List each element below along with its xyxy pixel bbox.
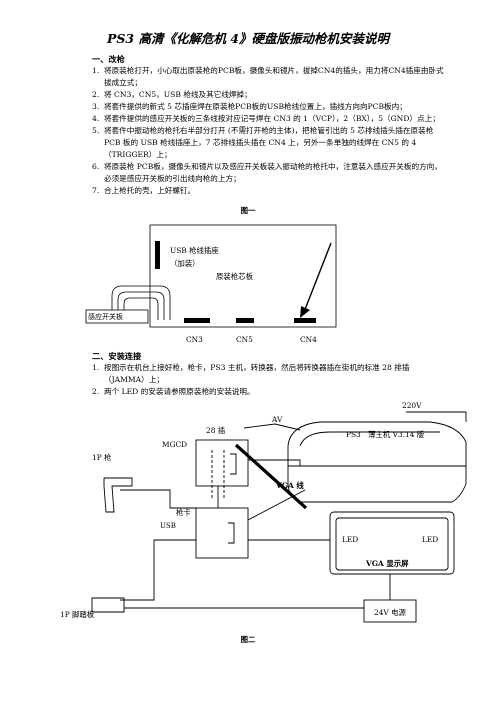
step-text: 将 CN3，CN5，USB 枪线及其它线焊掉； [104,90,252,99]
cn5-connector [236,318,254,323]
mgcd-box [195,439,249,487]
vga-screen-label: VGA 显示屏 [365,559,409,568]
step-3: 3. 将套件提供的新式 5 芯插座焊在原装枪PCB板的USB枪线位置上，插线方向… [92,101,444,113]
step-text: 按图示在机台上接好枪，枪卡，PS3 主机，转换器，然后将转换器插在街机的标准 2… [104,363,410,384]
figure-1-caption: 图一 [240,206,256,215]
mgcd-label: MGCD [162,440,187,449]
led-right-label: LED [422,535,438,544]
step-number: 1. [92,66,100,75]
board-label: 原装枪芯板 [216,272,254,281]
step-text: 两个 LED 的安装请参照原装枪的安装说明。 [104,387,255,396]
arrow-line [303,242,332,313]
cn3-label: CN3 [186,335,203,344]
arrow-head-icon [300,306,310,318]
step-number: 3. [92,102,100,111]
cn4-connector [294,318,316,323]
step-number: 5. [92,126,100,135]
gun-card-box [195,507,249,559]
vga-cable [234,443,308,510]
step-number: 2. [92,387,100,396]
cn4-label: CN4 [300,335,317,344]
pedal-icon [91,597,125,613]
step-number: 6. [92,162,100,171]
ps3-label: PS3 薄主机 V3.14 版 [346,430,425,439]
led-left-label: LED [342,535,358,544]
step-number: 7. [92,186,100,195]
usb-socket-mark [155,241,160,269]
gun-label: 1P 枪 [92,453,112,462]
sensor-board-label: 感应开关板 [88,312,123,321]
step-4: 4. 将套件提供的感应开关板的三条线按对应记号焊在 CN3 的 1（VCP），2… [92,113,444,125]
usb-label: USB [160,522,176,530]
220v-label: 220V [402,401,422,410]
step-number: 2. [92,90,100,99]
sensor-board-box [85,309,149,324]
vga-monitor [329,511,455,575]
pcb-board-outline [149,224,337,328]
page-title: PS3 高清《化解危机 4》硬盘版振动枪机安装说明 [106,31,390,46]
av-label: AV [271,415,283,424]
power-label: 24V 电源 [374,608,406,617]
gun-icon [103,477,133,513]
step-text: 将套件提供的感应开关板的三条线按对应记号焊在 CN3 的 1（VCP），2（BX… [104,114,440,123]
cn3-connector [184,318,210,323]
connect-step-2: 2. 两个 LED 的安装请参照原装枪的安装说明。 [92,386,444,398]
vga-line-label: VGA 线 [275,481,304,490]
pedal-label: 1P 脚踏板 [60,610,95,619]
step-text: 将套件中振动枪的枪托右半部分打开 (不需打开枪的主体)，把枪管引出的 5 芯排线… [104,126,434,159]
step-6: 6. 将原装枪 PCB板，摄像头和镜片以及感应开关板装入振动枪的枪托中，注意装入… [92,161,444,185]
step-7: 7. 合上枪托的壳，上好螺钉。 [92,185,444,197]
section-2-heading: 二、安装连接 [92,351,142,361]
step-2: 2. 将 CN3，CN5，USB 枪线及其它线焊掉； [92,89,444,101]
step-1: 1. 将原装枪打开，小心取出原装枪的PCB板，摄像头和镜片，拔掉CN4的插头，用… [92,65,444,89]
gun-card-label: 枪卡 [176,508,191,517]
section-1-heading: 一、改枪 [92,54,125,64]
step-number: 4. [92,114,100,123]
usb-socket-label: USB 枪线插座 [170,246,219,255]
step-text: 将原装枪 PCB板，摄像头和镜片以及感应开关板装入振动枪的枪托中，注意装入感应开… [104,162,442,183]
step-5: 5. 将套件中振动枪的枪托右半部分打开 (不需打开枪的主体)，把枪管引出的 5 … [92,125,444,161]
cn5-label: CN5 [236,335,253,344]
connect-step-1: 1. 按图示在机台上接好枪，枪卡，PS3 主机，转换器，然后将转换器插在街机的标… [92,362,444,386]
figure-2-caption: 图二 [240,635,256,644]
step-text: 合上枪托的壳，上好螺钉。 [104,186,196,195]
step-text: 将套件提供的新式 5 芯插座焊在原装枪PCB板的USB枪线位置上，插线方向向PC… [104,102,407,111]
pin28-label: 28 插 [206,426,226,435]
step-number: 1. [92,363,100,372]
added-note: （加装） [170,259,200,268]
step-text: 将原装枪打开，小心取出原装枪的PCB板，摄像头和镜片，拔掉CN4的插头，用力将C… [104,66,444,87]
